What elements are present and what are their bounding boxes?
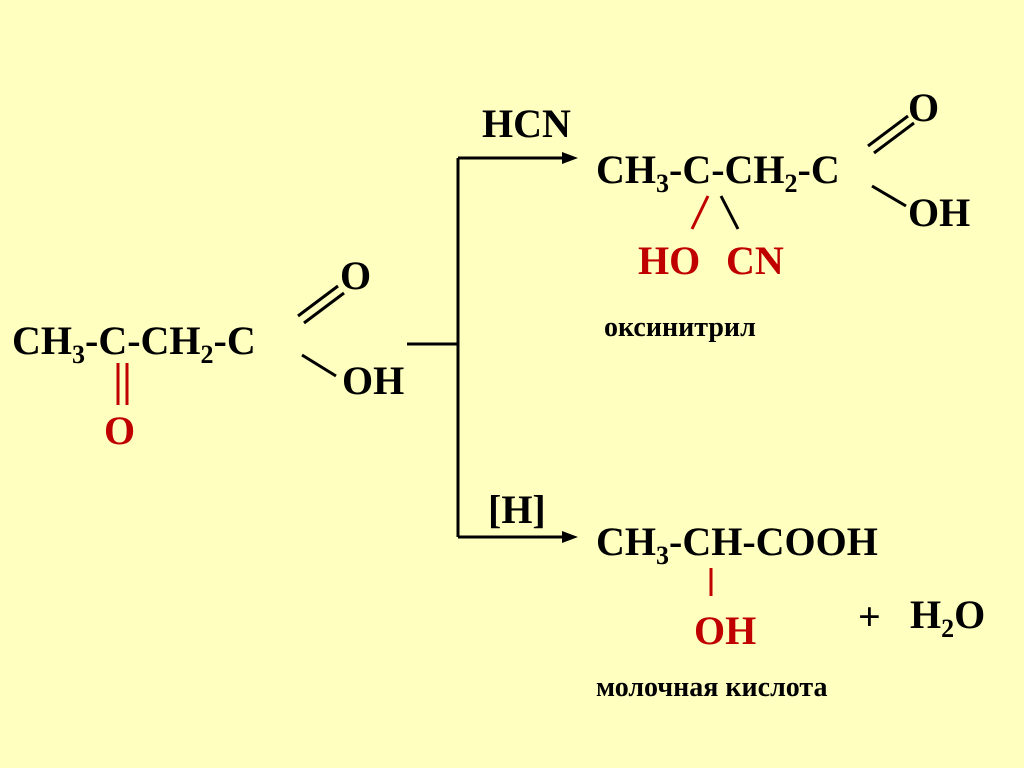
arrow-bottom-head bbox=[562, 531, 578, 543]
product-bottom-caption: молочная кислота bbox=[596, 672, 828, 703]
product-top-carbonyl-oxygen: O bbox=[908, 85, 940, 130]
reactant-ch3: CH bbox=[12, 318, 72, 363]
reactant-ch3-subscript: 3 bbox=[72, 340, 85, 369]
water-oxygen: O bbox=[954, 592, 986, 637]
product-top-caption: оксинитрил bbox=[604, 312, 756, 343]
reactant-hydroxyl: OH bbox=[342, 358, 405, 403]
reactant-dash-3: - bbox=[213, 318, 227, 363]
reactant-keto-carbon: C bbox=[98, 318, 128, 363]
reactant-dash-1: - bbox=[85, 318, 99, 363]
reactant-ch2: CH bbox=[140, 318, 201, 363]
water-hydrogen: H bbox=[910, 592, 942, 637]
product-top-acid-double-bond-b bbox=[873, 121, 915, 155]
product-top-acid-double-bond-a bbox=[867, 114, 909, 148]
reagent-hcn: HCN bbox=[482, 101, 571, 146]
reactant-acid-carbon: C bbox=[226, 318, 256, 363]
product-top-dash-3: - bbox=[797, 147, 811, 192]
product-top-center-carbon: C bbox=[682, 147, 712, 192]
reactant-formula-chain: CH3-C-CH2-C bbox=[12, 318, 256, 368]
product-bottom-hydroxyl: OH bbox=[694, 608, 757, 653]
water-subscript: 2 bbox=[941, 614, 955, 643]
reactant-carbonyl-oxygen: O bbox=[340, 253, 372, 298]
product-bottom-ch3: CH bbox=[596, 519, 656, 564]
product-top-ch3: CH bbox=[596, 147, 656, 192]
product-top-hydroxyl: OH bbox=[908, 190, 971, 235]
product-bottom-formula-chain: CH3-CH-COOH bbox=[596, 519, 878, 569]
product-top-ch2: CH bbox=[724, 147, 785, 192]
product-top-dash-2: - bbox=[711, 147, 725, 192]
product-top-dash-1: - bbox=[669, 147, 683, 192]
reagent-hydrogen: [H] bbox=[488, 487, 546, 532]
plus-sign: + bbox=[858, 594, 881, 639]
product-bottom-chain-rest: -CH-COOH bbox=[669, 519, 878, 564]
product-bottom-ch3-subscript: 3 bbox=[656, 541, 669, 570]
product-top-ch3-subscript: 3 bbox=[656, 169, 669, 198]
reactant-ch2-subscript: 2 bbox=[200, 340, 214, 369]
product-top-acid-single-bond bbox=[871, 184, 907, 208]
product-top-ho-group: HO bbox=[638, 238, 701, 283]
reactant-dash-2: - bbox=[127, 318, 141, 363]
arrow-top-head bbox=[562, 152, 578, 164]
product-top-formula-chain: CH3-C-CH2-C bbox=[596, 147, 840, 197]
reactant-keto-oxygen: O bbox=[104, 408, 136, 453]
reactant-acid-single-bond bbox=[301, 353, 337, 378]
product-top-ch2-subscript: 2 bbox=[784, 169, 798, 198]
product-top-cn-group: CN bbox=[726, 238, 784, 283]
product-top-ho-bond bbox=[690, 195, 710, 230]
product-top-cn-bond bbox=[719, 195, 740, 230]
product-top-acid-carbon: C bbox=[810, 147, 840, 192]
water-formula: H2O bbox=[910, 592, 986, 642]
reactant-acid-double-bond-a bbox=[297, 284, 339, 318]
reactant-acid-double-bond-b bbox=[303, 291, 345, 325]
